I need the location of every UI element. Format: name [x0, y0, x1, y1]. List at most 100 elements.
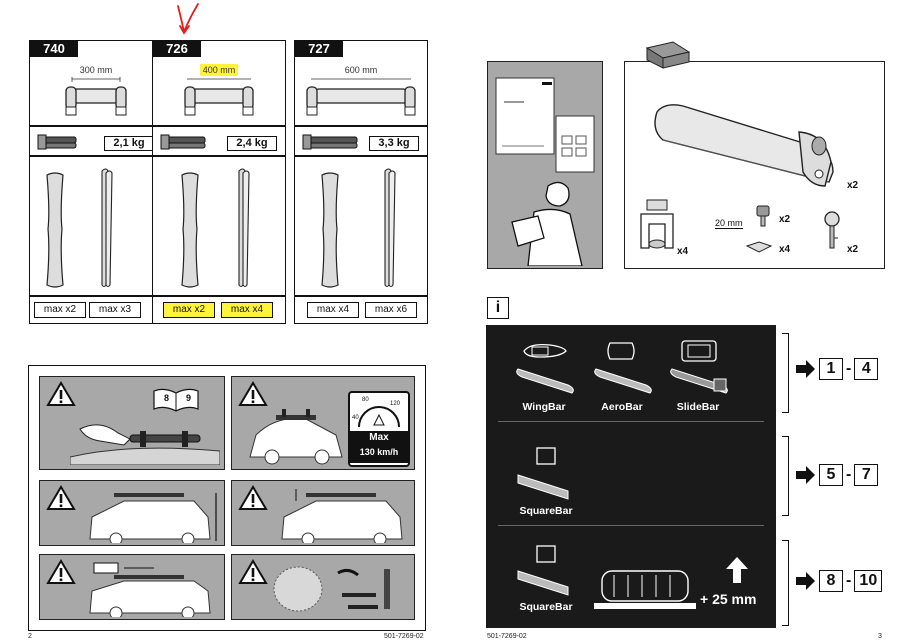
warning-maintenance	[231, 554, 415, 620]
up-arrow-icon	[726, 557, 748, 583]
right-arrow-icon	[796, 360, 815, 378]
max-skis: max x6	[365, 302, 417, 318]
manual-documents-icon	[495, 77, 595, 173]
squarebar-profile-icon	[536, 545, 556, 563]
bolt-length: 20 mm	[715, 218, 743, 229]
separator	[498, 525, 764, 526]
bolt-icon	[756, 205, 770, 227]
warnings-panel: 8 9 40 80 120 Max 130 km/h	[28, 365, 426, 631]
max-snowboards: max x2	[163, 302, 215, 318]
annotation-arrow-icon	[177, 3, 199, 35]
carrier-front-icon	[594, 570, 696, 609]
step-dash: -	[846, 466, 852, 483]
warning-remove-carrier	[39, 554, 225, 620]
model-card-726: 726 400 mm 2,4 kg max x2 max x4	[152, 40, 286, 324]
info-icon: i	[487, 297, 509, 319]
aerobar-icon	[594, 368, 652, 394]
step-from: 5	[819, 464, 843, 486]
model-card-727: 727 600 mm 3,3 kg max x4 max x6	[294, 40, 428, 324]
bracket-set-icon	[302, 134, 358, 150]
qty-bolt: x2	[779, 214, 791, 225]
bar-label-slidebar: SlideBar	[676, 401, 720, 413]
right-arrow-icon	[796, 572, 815, 590]
width-label: 600 mm	[344, 65, 378, 75]
package-contents-panel: x2 x4 20 mm x2 x4 x2	[624, 41, 885, 269]
book-page-right: 9	[186, 393, 192, 403]
warning-read-manual: 8 9	[39, 376, 225, 470]
carrier-icon	[65, 77, 127, 116]
speed-value: 130 km/h	[359, 447, 399, 457]
warning-triangle-icon	[238, 485, 268, 510]
model-number: 727	[295, 41, 343, 57]
speed-max-label: Max	[369, 432, 389, 443]
gauge-tick: 40	[352, 415, 359, 421]
speedometer-icon	[358, 406, 400, 428]
row-bracket	[782, 436, 789, 516]
warning-triangle-icon	[238, 559, 268, 584]
open-book-icon	[153, 388, 199, 412]
step-ref-2: 5 - 7	[794, 464, 879, 486]
doc-code-left: 501-7269-02	[384, 633, 424, 640]
height-note: + 25 mm	[700, 591, 757, 607]
person-reading-icon	[511, 181, 583, 266]
max-skis: max x3	[89, 302, 141, 318]
ski-pair-icon	[384, 168, 396, 288]
wingbar-icon	[516, 368, 574, 394]
bracket-set-icon	[160, 134, 206, 150]
bar-label-aerobar: AeroBar	[601, 401, 643, 413]
key-icon	[824, 211, 840, 249]
wingbar-profile-icon	[523, 343, 567, 358]
step-ref-3: 8 - 10	[794, 570, 883, 592]
step-from: 8	[819, 570, 843, 592]
page-number-left: 2	[28, 633, 32, 640]
mount-bracket-icon	[640, 199, 674, 249]
width-label: 400 mm	[153, 64, 285, 76]
warning-triangle-icon	[46, 485, 76, 510]
warning-vehicle-height	[39, 480, 225, 546]
ski-pair-icon	[238, 168, 250, 288]
snowboard-icon	[46, 172, 64, 288]
ski-pair-icon	[101, 168, 113, 288]
max-snowboards: max x2	[34, 302, 86, 318]
aerobar-profile-icon	[607, 342, 635, 360]
bar-label-squarebar: SquareBar	[519, 505, 573, 517]
bracket-set-icon	[37, 134, 77, 150]
qty-carrier: x2	[847, 180, 859, 191]
slidebar-profile-icon	[681, 340, 717, 362]
qty-nut: x4	[779, 244, 791, 255]
warning-triangle-icon	[46, 559, 76, 584]
book-page-left: 8	[164, 393, 170, 403]
model-number: 740	[30, 41, 78, 57]
step-from: 1	[819, 358, 843, 380]
carrier-closed-icon	[654, 104, 834, 187]
right-arrow-icon	[796, 466, 815, 484]
slidebar-icon	[670, 368, 728, 394]
car-clearance-icon	[281, 489, 403, 543]
separator	[498, 421, 764, 422]
step-to: 10	[854, 570, 883, 592]
warning-clearance	[231, 480, 415, 546]
row-bracket	[782, 333, 789, 413]
snowboard-icon	[181, 172, 199, 288]
squarebar-icon	[517, 570, 569, 596]
warning-triangle-icon	[238, 381, 268, 406]
dirt-parts-icon	[273, 566, 390, 612]
warning-speed-limit: 40 80 120 Max 130 km/h	[231, 376, 415, 470]
squarebar-icon	[517, 474, 569, 500]
step-dash: -	[846, 572, 852, 589]
model-number: 726	[153, 41, 201, 57]
model-card-740: 740 300 mm 2,1 kg max x2 max x3	[29, 40, 163, 324]
hand-tightening-icon	[70, 424, 220, 465]
speed-bar: Max 130 km/h	[350, 431, 408, 463]
snowboard-icon	[321, 172, 339, 288]
bar-label-squarebar: SquareBar	[519, 601, 573, 613]
qty-key: x2	[847, 244, 859, 255]
step-to: 7	[854, 464, 879, 486]
box-icon	[645, 41, 691, 69]
car-with-carrier-icon	[249, 409, 343, 465]
max-snowboards: max x4	[307, 302, 359, 318]
gauge-tick: 120	[390, 401, 401, 407]
squarebar-profile-icon	[536, 447, 556, 465]
weight-label: 2,4 kg	[227, 136, 277, 151]
manual-panel	[487, 61, 603, 269]
